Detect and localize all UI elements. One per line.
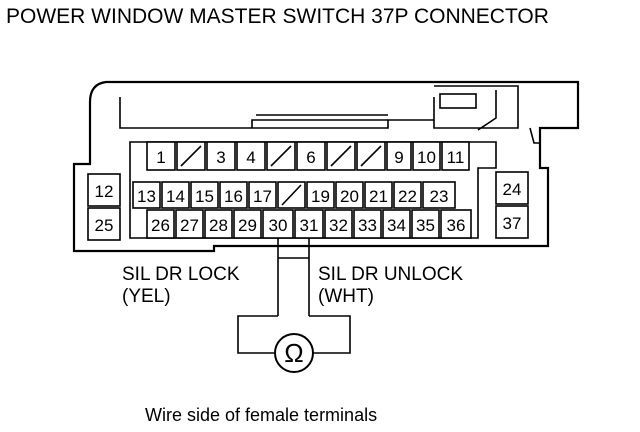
pin-14-label: 14 <box>166 187 185 206</box>
pin-19 <box>306 181 335 209</box>
pin-29 <box>233 209 262 239</box>
pin-27 <box>175 209 204 239</box>
pin-row-top: 1 3 4 6 9 10 11 <box>146 141 470 171</box>
pin-28-label: 28 <box>209 216 228 235</box>
pin-26 <box>146 209 175 239</box>
connector-housing <box>72 80 580 253</box>
pin-10-label: 10 <box>417 148 436 167</box>
pin-25 <box>87 207 121 241</box>
left-wire-color: (YEL) <box>122 286 171 307</box>
blank-slash <box>281 184 302 206</box>
test-leads <box>237 238 351 354</box>
pin-35-label: 35 <box>416 216 435 235</box>
pin-17-label: 17 <box>253 187 272 206</box>
pin-20 <box>335 181 364 209</box>
pin-11 <box>441 141 470 171</box>
ohmmeter-circle <box>274 333 314 373</box>
pin-9-label: 9 <box>394 148 403 167</box>
pin-34 <box>382 209 411 239</box>
pin-1-label: 1 <box>156 148 165 167</box>
pin-9 <box>386 141 412 171</box>
pin-26-label: 26 <box>151 216 170 235</box>
diagram-caption: Wire side of female terminals <box>145 405 377 425</box>
pin-33-label: 33 <box>358 216 377 235</box>
pin-6 <box>296 141 326 171</box>
pin-16 <box>219 181 248 209</box>
pin-15-label: 15 <box>195 187 214 206</box>
pin-11-label: 11 <box>447 148 465 167</box>
latch-detail <box>119 85 540 144</box>
pin-27-label: 27 <box>180 216 199 235</box>
pin-22 <box>393 181 422 209</box>
pin-37-label: 37 <box>503 214 522 233</box>
ohm-icon: Ω <box>284 338 303 368</box>
pin-1 <box>146 141 176 171</box>
right-wire-name: SIL DR UNLOCK <box>318 264 463 285</box>
blank-slash <box>270 145 292 167</box>
pin-22-label: 22 <box>398 187 417 206</box>
pin-20-label: 20 <box>340 187 359 206</box>
diagram-title: POWER WINDOW MASTER SWITCH 37P CONNECTOR <box>6 5 549 28</box>
pin-15 <box>190 181 219 209</box>
pin-10 <box>412 141 441 171</box>
side-pins: 12 25 24 37 <box>87 171 529 241</box>
pin-21-label: 21 <box>369 187 388 206</box>
pin-36 <box>440 209 472 239</box>
blank-slash <box>330 145 352 167</box>
pin-3-label: 3 <box>216 148 225 167</box>
pin-13-label: 13 <box>137 187 156 206</box>
pin-36-label: 36 <box>447 216 466 235</box>
pin-33 <box>353 209 382 239</box>
pin-3 <box>206 141 236 171</box>
pin-21 <box>364 181 393 209</box>
pin-31-label: 31 <box>300 216 319 235</box>
pin-31 <box>294 209 324 239</box>
pin-4 <box>236 141 266 171</box>
pin-23-label: 23 <box>430 187 449 206</box>
pin-block-outline <box>129 141 497 239</box>
pin-row-bottom: 26 27 28 29 30 31 32 33 34 35 36 <box>146 209 472 239</box>
blank-slash <box>180 145 202 167</box>
pin-24-label: 24 <box>503 180 522 199</box>
pin-12 <box>87 173 121 207</box>
pin-32 <box>324 209 353 239</box>
pin-4-label: 4 <box>246 148 255 167</box>
blank-slash <box>360 145 382 167</box>
pin-13 <box>132 181 161 209</box>
pin-14 <box>161 181 190 209</box>
pin-32-label: 32 <box>329 216 348 235</box>
pin-23 <box>422 181 456 209</box>
pin-28 <box>204 209 233 239</box>
pin-24 <box>495 171 529 205</box>
pin-6-label: 6 <box>306 148 315 167</box>
ohmmeter: Ω <box>274 333 314 373</box>
pin-37 <box>495 205 529 239</box>
pin-19-label: 19 <box>311 187 330 206</box>
pin-35 <box>411 209 440 239</box>
pin-16-label: 16 <box>224 187 243 206</box>
pin-25-label: 25 <box>95 216 114 235</box>
pin-row-middle: 13 14 15 16 17 19 20 21 22 23 <box>132 181 456 209</box>
left-wire-name: SIL DR LOCK <box>122 264 240 285</box>
pin-34-label: 34 <box>387 216 406 235</box>
pin-30-label: 30 <box>269 216 288 235</box>
pin-12-label: 12 <box>95 182 114 201</box>
pin-29-label: 29 <box>238 216 257 235</box>
right-wire-color: (WHT) <box>318 286 374 307</box>
pin-17 <box>248 181 277 209</box>
